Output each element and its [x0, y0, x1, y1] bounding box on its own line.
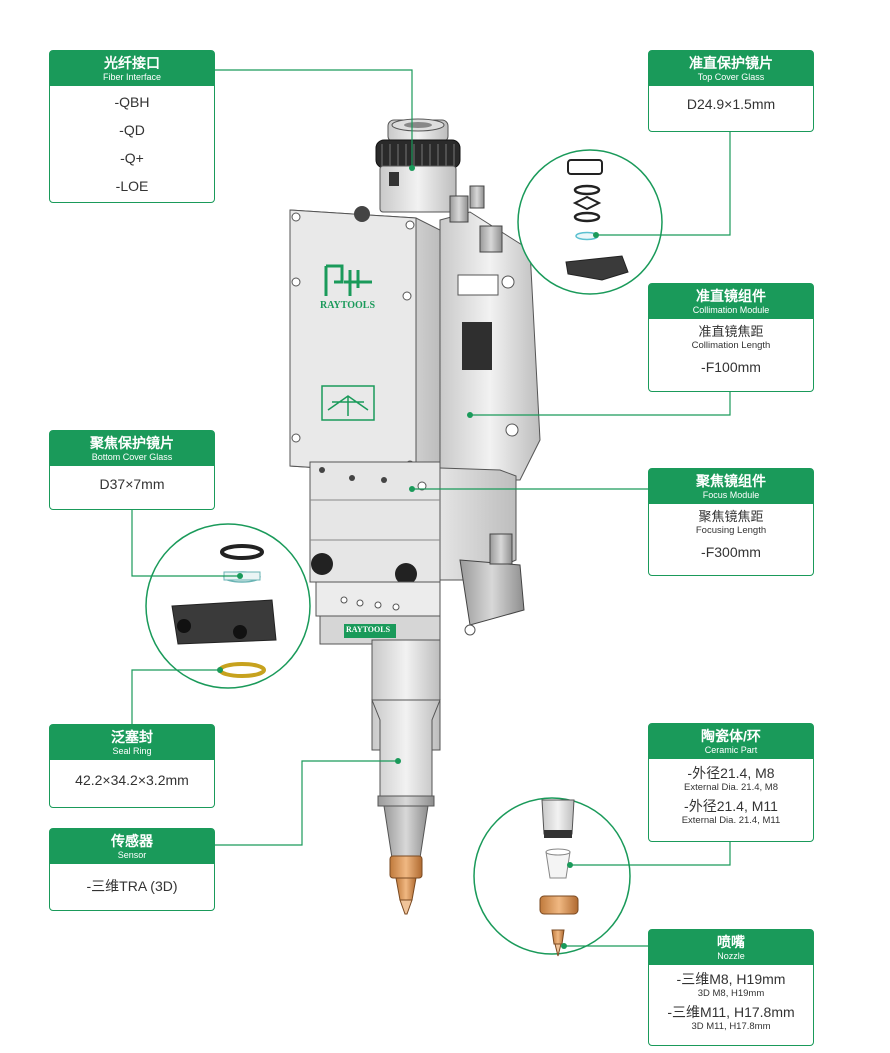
bottom-cover-glass-spec: D37×7mm [99, 476, 165, 492]
nozzle-spec-1: -三维M8, H19mm [676, 971, 786, 987]
ceramic-nozzle-detail [473, 797, 631, 957]
callout-title-zh: 聚焦镜组件 [696, 473, 766, 489]
callout-ceramic-part: 陶瓷体/环 Ceramic Part -外径21.4, M8 External … [648, 723, 814, 842]
fiber-option: -LOE [115, 178, 149, 194]
sensor-spec: -三维TRA (3D) [86, 878, 178, 894]
nozzle-spec-2: -三维M11, H17.8mm [667, 1004, 795, 1020]
ceramic-spec-2: -外径21.4, M11 [684, 798, 778, 814]
collimation-length-label-zh: 准直镜焦距 [698, 324, 764, 339]
collimation-length-value: -F100mm [701, 359, 761, 375]
callout-seal-ring: 泛塞封 Seal Ring 42.2×34.2×3.2mm [49, 724, 215, 808]
callout-title-en: Nozzle [717, 951, 745, 961]
callout-title-zh: 准直镜组件 [696, 288, 766, 304]
leader-dots [217, 165, 599, 949]
callout-title-zh: 传感器 [111, 833, 153, 849]
callout-collimation-module: 准直镜组件 Collimation Module 准直镜焦距 Collimati… [648, 283, 814, 392]
callout-focus-module: 聚焦镜组件 Focus Module 聚焦镜焦距 Focusing Length… [648, 468, 814, 576]
focusing-length-label-zh: 聚焦镜焦距 [698, 509, 764, 524]
callout-title-zh: 准直保护镜片 [689, 55, 773, 71]
callout-title-en: Collimation Module [692, 305, 770, 315]
callout-title-en: Top Cover Glass [697, 72, 765, 82]
callout-title-en: Focus Module [702, 490, 760, 500]
brand-logo-text-lower: RAYTOOLS [346, 625, 391, 634]
callout-title-en: Seal Ring [112, 746, 152, 756]
callout-header: 光纤接口 Fiber Interface [50, 51, 214, 86]
top-cover-glass-spec: D24.9×1.5mm [686, 96, 776, 112]
ceramic-spec-1: -外径21.4, M8 [687, 765, 775, 781]
callout-bottom-cover-glass: 聚焦保护镜片 Bottom Cover Glass D37×7mm [49, 430, 215, 510]
collimation-length-label-en: Collimation Length [691, 340, 771, 351]
leader-lines [131, 69, 731, 947]
callout-sensor: 传感器 Sensor -三维TRA (3D) [49, 828, 215, 911]
callout-nozzle: 喷嘴 Nozzle -三维M8, H19mm 3D M8, H19mm -三维M… [648, 929, 814, 1046]
fiber-option: -Q+ [120, 150, 144, 166]
top-cover-glass-detail [517, 149, 663, 295]
focusing-length-label-en: Focusing Length [695, 525, 767, 536]
callout-title-en: Fiber Interface [102, 72, 162, 82]
nozzle-spec-2-en: 3D M11, H17.8mm [691, 1021, 771, 1032]
focusing-length-value: -F300mm [701, 544, 761, 560]
callout-title-zh: 光纤接口 [104, 55, 160, 71]
callout-title-zh: 聚焦保护镜片 [90, 435, 174, 451]
fiber-option: -QBH [114, 94, 150, 110]
callout-title-zh: 喷嘴 [717, 934, 745, 950]
callout-title-en: Ceramic Part [704, 745, 758, 755]
callout-top-cover-glass: 准直保护镜片 Top Cover Glass D24.9×1.5mm [648, 50, 814, 132]
nozzle-spec-1-en: 3D M8, H19mm [697, 988, 765, 999]
fiber-connector [375, 118, 461, 213]
sensor-tube [371, 639, 441, 915]
callout-fiber-interface: 光纤接口 Fiber Interface -QBH -QD -Q+ -LOE [49, 50, 215, 203]
callout-title-en: Bottom Cover Glass [91, 452, 173, 462]
ceramic-spec-1-en: External Dia. 21.4, M8 [684, 782, 778, 793]
seal-ring-spec: 42.2×34.2×3.2mm [75, 772, 189, 788]
bottom-cover-glass-detail [145, 523, 311, 689]
callout-title-zh: 陶瓷体/环 [701, 728, 761, 744]
main-body [289, 185, 541, 645]
brand-logo-text: RAYTOOLS [320, 300, 376, 311]
callout-title-zh: 泛塞封 [111, 729, 153, 745]
callout-title-en: Sensor [117, 850, 147, 860]
ceramic-spec-2-en: External Dia. 21.4, M11 [681, 815, 781, 826]
fiber-option: -QD [119, 122, 145, 138]
